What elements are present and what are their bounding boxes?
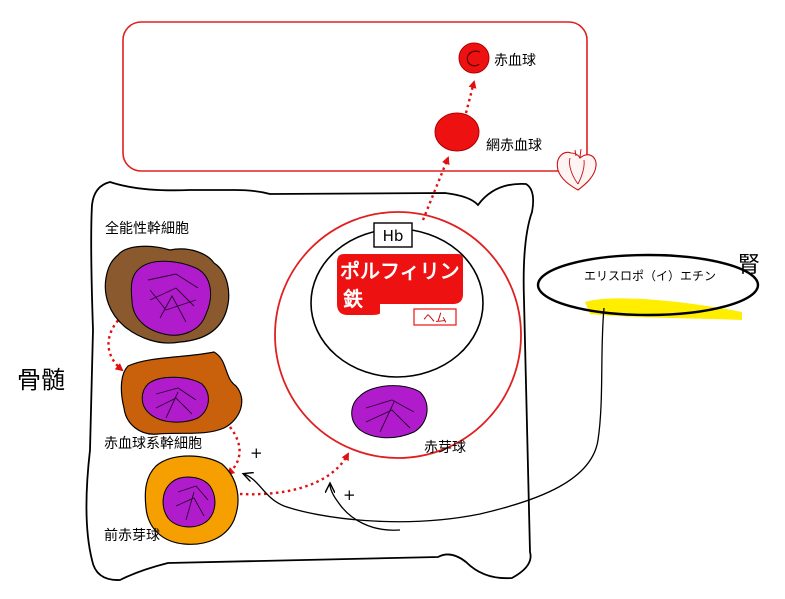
epo-arrow-to-erythroblast bbox=[330, 484, 401, 531]
epo-label: エリスロポ（イ）エチン bbox=[584, 269, 716, 283]
blood-vessel-box bbox=[122, 21, 588, 172]
erythroid-stem-chromatin bbox=[155, 387, 197, 419]
iron-label: 鉄 bbox=[343, 287, 363, 311]
proerythroblast-label: 前赤芽球 bbox=[104, 527, 160, 544]
bone-marrow-outline bbox=[85, 181, 535, 581]
plus-sign-erythroblast: + bbox=[343, 486, 356, 504]
porphyrin-box bbox=[337, 254, 463, 315]
arrow-stem-to-pro bbox=[226, 426, 241, 476]
arrow-reticulocyte-to-rbc bbox=[464, 80, 477, 114]
erythroblast-membrane bbox=[274, 211, 522, 459]
proerythroblast-chromatin bbox=[175, 485, 209, 521]
proerythroblast-nucleus bbox=[162, 476, 216, 528]
erythroblast-chromatin bbox=[365, 399, 415, 433]
arrow-hb-to-reticulocyte bbox=[421, 156, 450, 221]
porphyrin-label: ポルフィリン bbox=[340, 259, 460, 283]
kidney-label: 腎 bbox=[738, 253, 760, 278]
hb-label: Hb bbox=[383, 227, 404, 245]
hb-box bbox=[373, 222, 413, 248]
reticulocyte-cell bbox=[434, 112, 480, 152]
heart-icon bbox=[556, 148, 597, 191]
arrow-pluripotent-to-stem bbox=[107, 315, 124, 372]
heme-label: ヘム bbox=[423, 311, 447, 325]
rbc-cell bbox=[458, 42, 490, 74]
plus-sign-pro: + bbox=[250, 444, 263, 462]
marrow-label: 骨髄 bbox=[17, 366, 65, 394]
erythroid-stem-label: 赤血球系幹細胞 bbox=[104, 435, 202, 452]
reticulocyte-label: 網赤血球 bbox=[486, 138, 542, 154]
heme-box bbox=[413, 308, 457, 326]
kidney-ellipse bbox=[536, 253, 760, 317]
pluripotent-label: 全能性幹細胞 bbox=[105, 220, 189, 237]
arrow-pro-to-erythroblast bbox=[239, 452, 350, 496]
epo-arrow-to-pro bbox=[244, 307, 605, 523]
rbc-label: 赤血球 bbox=[494, 53, 536, 69]
rbc-pallor-mark bbox=[466, 50, 481, 67]
erythroblast-label: 赤芽球 bbox=[424, 440, 466, 456]
erythroid-stem-nucleus bbox=[141, 376, 209, 423]
pluripotent-chromatin bbox=[147, 273, 199, 323]
